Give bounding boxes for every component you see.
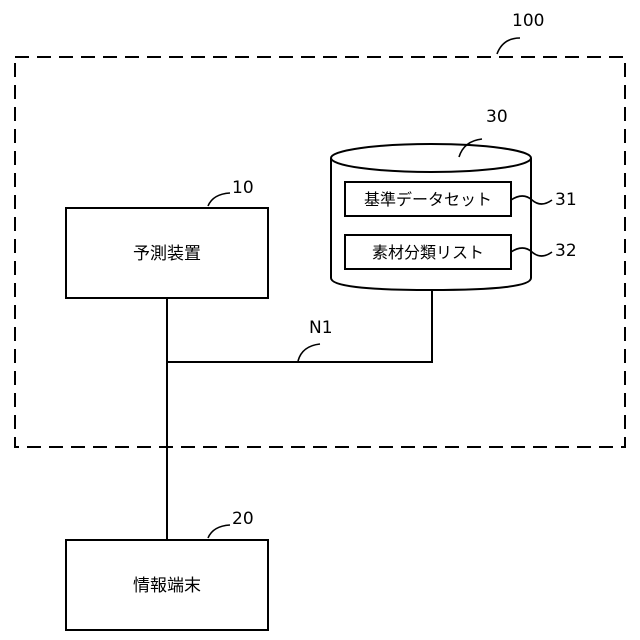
database-cylinder[interactable]	[331, 158, 531, 290]
network-line	[167, 290, 432, 362]
material-list-ref-label: 32	[555, 241, 577, 261]
material-list-label: 素材分類リスト	[372, 243, 484, 262]
system-ref-leader	[497, 38, 520, 54]
reference-dataset-ref-label: 31	[555, 190, 577, 210]
info-terminal-label: 情報端末	[133, 576, 201, 596]
prediction-device-ref-leader	[208, 193, 230, 206]
reference-dataset-label: 基準データセット	[364, 190, 492, 209]
prediction-device-label: 予測装置	[133, 244, 201, 264]
database-top	[331, 144, 531, 172]
info-terminal-ref-label: 20	[232, 509, 254, 529]
system-ref-label: 100	[512, 11, 544, 31]
network-ref-label: N1	[309, 318, 333, 338]
prediction-device-ref-label: 10	[232, 178, 254, 198]
database-ref-label: 30	[486, 107, 508, 127]
network-ref-leader	[298, 344, 320, 361]
info-terminal-ref-leader	[208, 525, 230, 538]
